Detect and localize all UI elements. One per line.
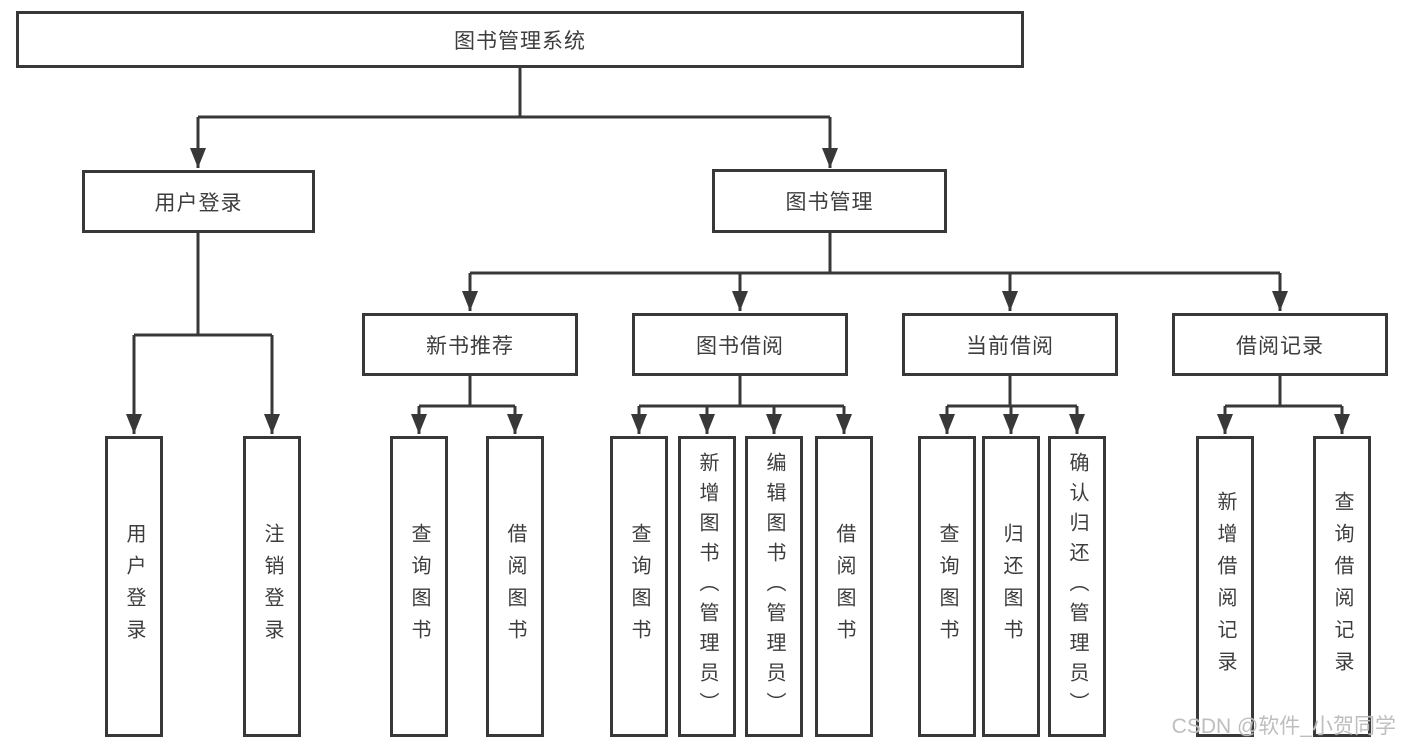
node-book-borrowing: 图书借阅 (632, 313, 848, 376)
leaf-logout-login: 注销登录 (243, 436, 301, 737)
node-new-book-recommend-label: 新书推荐 (426, 334, 514, 358)
node-borrowing-records-label: 借阅记录 (1236, 334, 1324, 358)
node-borrowing-records: 借阅记录 (1172, 313, 1388, 376)
leaf-bb-edit-books-admin: 编辑图书（管理员） (745, 436, 803, 737)
leaf-nbr-query-books-label: 查询图书 (408, 522, 430, 651)
node-user-login-label: 用户登录 (154, 191, 243, 215)
leaf-logout-login-label: 注销登录 (261, 522, 283, 651)
leaf-bb-add-books-admin-label: 新增图书（管理员） (696, 451, 718, 722)
leaf-bb-query-books-label: 查询图书 (628, 522, 650, 651)
node-root-label: 图书管理系统 (454, 29, 586, 53)
leaf-nbr-borrow-books: 借阅图书 (486, 436, 544, 737)
leaf-br-query-record-label: 查询借阅记录 (1331, 490, 1353, 683)
leaf-nbr-query-books: 查询图书 (390, 436, 448, 737)
leaf-bb-edit-books-admin-label: 编辑图书（管理员） (763, 451, 785, 722)
leaf-cb-return-books: 归还图书 (982, 436, 1040, 737)
leaf-bb-borrow-books-label: 借阅图书 (833, 522, 855, 651)
leaf-user-login-label: 用户登录 (123, 522, 145, 651)
leaf-bb-add-books-admin: 新增图书（管理员） (678, 436, 736, 737)
node-new-book-recommend: 新书推荐 (362, 313, 578, 376)
node-root: 图书管理系统 (16, 11, 1024, 68)
leaf-cb-query-books: 查询图书 (918, 436, 976, 737)
node-current-borrowing-label: 当前借阅 (966, 334, 1054, 358)
leaf-nbr-borrow-books-label: 借阅图书 (504, 522, 526, 651)
leaf-br-add-record: 新增借阅记录 (1196, 436, 1254, 737)
leaf-cb-return-books-label: 归还图书 (1000, 522, 1022, 651)
leaf-cb-query-books-label: 查询图书 (936, 522, 958, 651)
node-user-login: 用户登录 (82, 170, 315, 233)
leaf-cb-confirm-return-admin-label: 确认归还（管理员） (1066, 451, 1088, 722)
leaf-br-query-record: 查询借阅记录 (1313, 436, 1371, 737)
node-current-borrowing: 当前借阅 (902, 313, 1118, 376)
leaf-br-add-record-label: 新增借阅记录 (1214, 490, 1236, 683)
leaf-bb-borrow-books: 借阅图书 (815, 436, 873, 737)
node-book-borrowing-label: 图书借阅 (696, 334, 784, 358)
leaf-user-login: 用户登录 (105, 436, 163, 737)
leaf-bb-query-books: 查询图书 (610, 436, 668, 737)
leaf-cb-confirm-return-admin: 确认归还（管理员） (1048, 436, 1106, 737)
node-book-management: 图书管理 (712, 169, 947, 233)
node-book-management-label: 图书管理 (785, 191, 874, 214)
